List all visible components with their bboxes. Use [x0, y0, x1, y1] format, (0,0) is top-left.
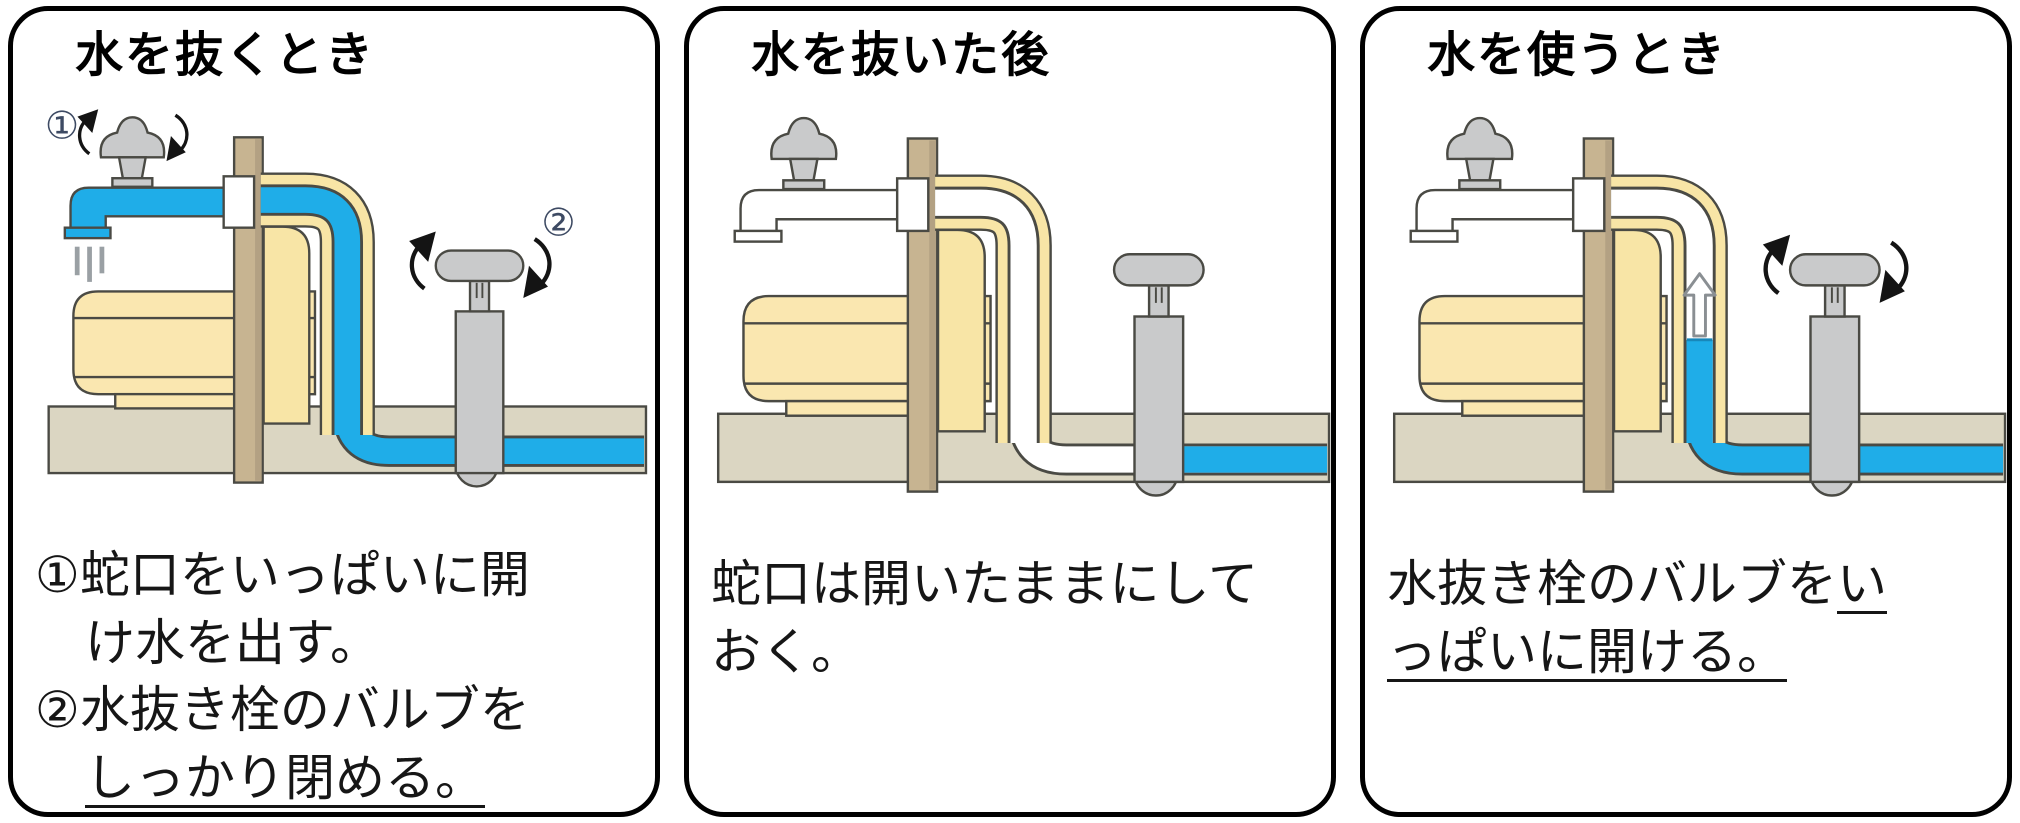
- riser-pipe: [935, 174, 1052, 443]
- wall-connector: [1571, 177, 1606, 233]
- panel-caption: 蛇口は開いたままにしておく。: [711, 555, 1258, 681]
- up-arrow-icon: [1682, 272, 1717, 338]
- panel-caption: 水抜き栓のバルブをいっぱいに開ける。: [1387, 555, 1887, 681]
- pipe-inner-wall: [936, 228, 986, 433]
- wall-connector: [222, 175, 256, 229]
- faucet-icon: [63, 186, 236, 240]
- panel-use-water: 水を使うとき: [1360, 6, 2012, 817]
- faucet-icon: [1409, 188, 1586, 243]
- pipe-inner-wall: [262, 225, 311, 425]
- riser-pipe: [260, 172, 375, 436]
- panel-caption: ①蛇口をいっぱいに開け水を出す。②水抜き栓のバルブをしっかり閉める。: [35, 546, 530, 807]
- pipe-inner-wall: [1612, 228, 1662, 433]
- step-number-2: ②: [541, 200, 575, 244]
- panel-drain-water: 水を抜くとき: [8, 6, 660, 817]
- use-water-illustration: [1392, 116, 2007, 497]
- wall-connector: [895, 177, 930, 233]
- water-stream-icon: [74, 246, 105, 282]
- panel-title: 水を抜いた後: [751, 27, 1052, 83]
- after-drain-illustration: [716, 116, 1331, 497]
- panel-after-drain: 水を抜いた後: [684, 6, 1336, 817]
- faucet-handle-icon: [99, 116, 166, 188]
- panel-title: 水を抜くとき: [75, 27, 376, 83]
- riser-pipe: [1611, 174, 1728, 443]
- faucet-handle-icon: [1446, 116, 1514, 191]
- faucet-icon: [733, 188, 910, 243]
- panel-title: 水を使うとき: [1427, 27, 1728, 83]
- faucet-handle-icon: [770, 116, 838, 191]
- drain-water-illustration: ① ②: [45, 103, 648, 488]
- step-number-1: ①: [45, 103, 79, 147]
